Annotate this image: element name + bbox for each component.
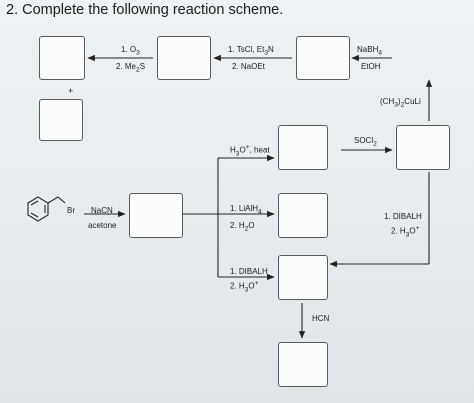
- answer-box-ozonolysis-product-1[interactable]: [39, 36, 85, 80]
- label-cuprate: (CH3)2CuLi: [380, 97, 421, 109]
- answer-box-alcohol[interactable]: [296, 36, 350, 80]
- answer-box-alkene[interactable]: [157, 36, 211, 80]
- answer-box-cyanohydrin[interactable]: [278, 342, 328, 387]
- label-reduction-1: NaBH4: [357, 45, 383, 57]
- label-dibalh-left-1: 1. DIBALH: [230, 267, 268, 276]
- answer-box-ketone[interactable]: [396, 125, 450, 170]
- answer-box-ozonolysis-product-2[interactable]: [39, 99, 83, 141]
- label-nacn: NaCN: [91, 206, 113, 215]
- label-acetone: acetone: [88, 221, 117, 230]
- question-title: 2. Complete the following reaction schem…: [6, 2, 284, 18]
- label-reduction-2: EtOH: [361, 62, 381, 71]
- label-ozonolysis-1: 1. O3: [121, 45, 140, 57]
- label-hcn: HCN: [312, 314, 330, 323]
- answer-box-aldehyde[interactable]: [278, 255, 328, 300]
- label-hydrolysis: H3O+, heat: [230, 144, 270, 158]
- plus-sign: +: [68, 86, 74, 96]
- label-socl2: SOCl2: [354, 136, 377, 148]
- label-dibalh-right-2: 2. H3O+: [391, 225, 420, 239]
- answer-box-acid-chloride[interactable]: [278, 125, 328, 170]
- label-dibalh-left-2: 2. H3O+: [230, 280, 259, 294]
- label-br: Br: [67, 206, 75, 215]
- answer-box-amine[interactable]: [278, 193, 328, 238]
- label-lialh4-1: 1. LiAlH4: [230, 204, 262, 216]
- benzyl-bromide-structure: [27, 196, 66, 222]
- label-ozonolysis-2: 2. Me2S: [116, 62, 146, 74]
- label-tosylation-2: 2. NaOEt: [232, 62, 265, 71]
- label-lialh4-2: 2. H2O: [230, 221, 255, 233]
- answer-box-nitrile[interactable]: [129, 193, 183, 238]
- label-dibalh-right-1: 1. DIBALH: [384, 212, 422, 221]
- label-tosylation-1: 1. TsCl, Et3N: [228, 45, 274, 57]
